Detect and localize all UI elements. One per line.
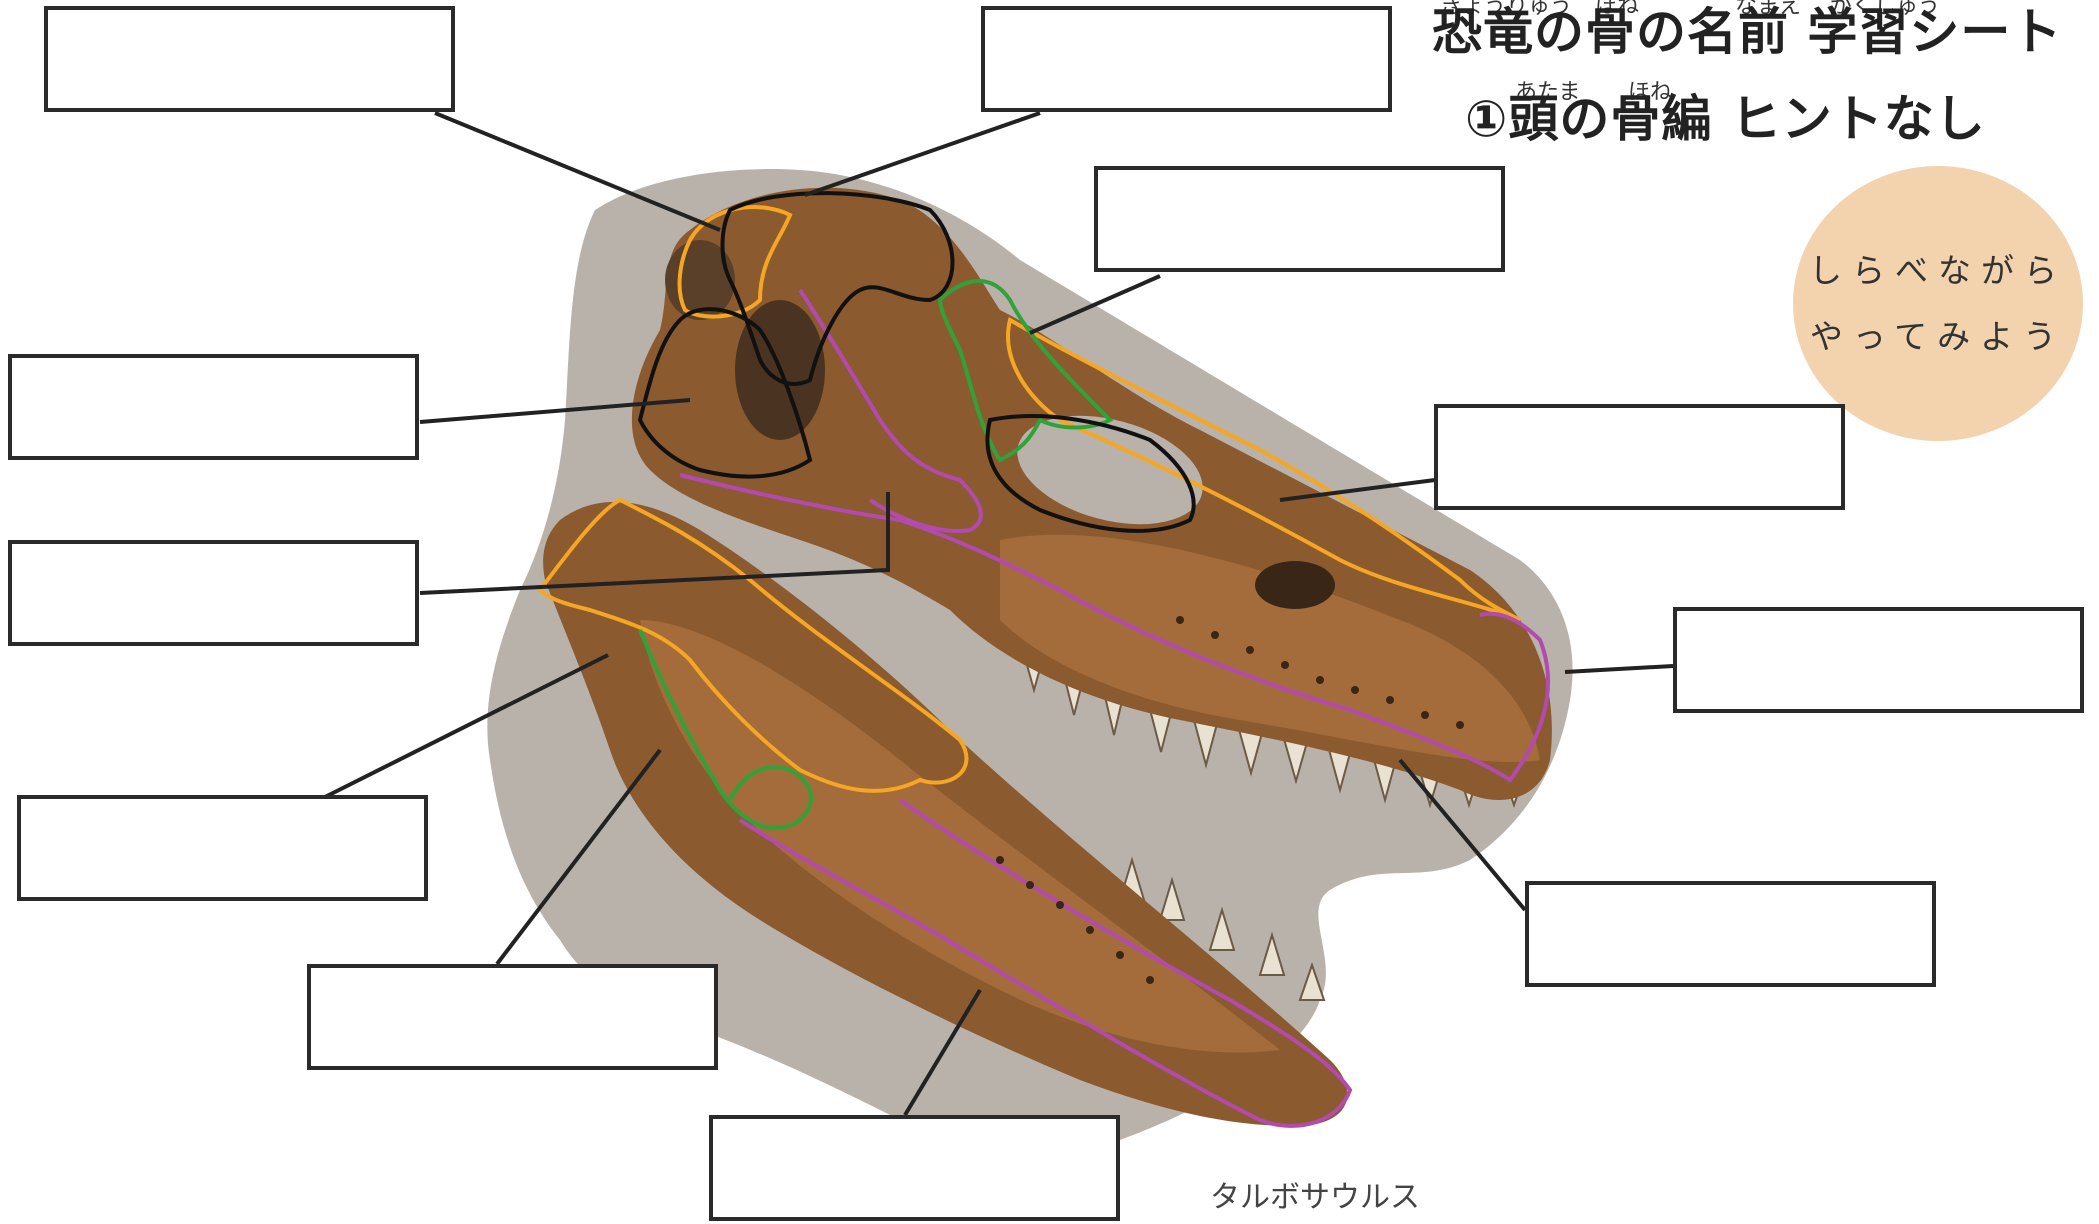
- answer-box-2[interactable]: [981, 6, 1392, 112]
- answer-box-1[interactable]: [44, 6, 455, 112]
- answer-box-11[interactable]: [709, 1115, 1120, 1221]
- leader-line-2: [805, 113, 1040, 195]
- sheet-title: 恐竜の骨の名前 学習シート: [1432, 0, 2062, 64]
- answer-box-9[interactable]: [1525, 881, 1936, 987]
- sheet-subtitle: ①頭の骨編 ヒントなし: [1465, 86, 1986, 152]
- answer-box-10[interactable]: [307, 964, 718, 1070]
- answer-box-5[interactable]: [1434, 404, 1845, 510]
- nostril-opening: [1255, 561, 1335, 609]
- leader-line-1: [435, 113, 720, 230]
- answer-box-3[interactable]: [1094, 166, 1505, 272]
- answer-box-6[interactable]: [8, 540, 419, 646]
- leader-line-7: [1565, 666, 1673, 672]
- answer-box-4[interactable]: [8, 354, 419, 460]
- species-caption: タルボサウルス: [1210, 1172, 1420, 1216]
- answer-box-7[interactable]: [1673, 607, 2084, 713]
- hint-bubble: しらべながら やってみよう: [1793, 166, 2083, 441]
- hint-line-1: しらべながら: [1809, 238, 2067, 304]
- hint-line-2: やってみよう: [1810, 304, 2066, 370]
- answer-box-8[interactable]: [17, 795, 428, 901]
